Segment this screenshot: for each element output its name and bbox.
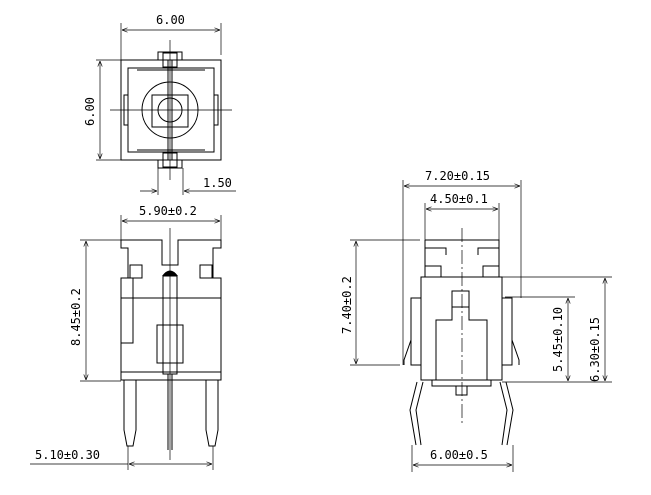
total-height-label: 7.40±0.2: [340, 276, 354, 334]
front-view: 5.90±0.2 8.45±0.2 5.10±0.30: [30, 204, 222, 470]
front-pitch-label: 5.10±0.30: [35, 448, 100, 462]
outer-width-label: 7.20±0.15: [425, 169, 490, 183]
top-height-label: 6.00: [83, 97, 97, 126]
front-height-label: 8.45±0.2: [69, 288, 83, 346]
top-view: 6.00 6.00 1.50: [83, 13, 236, 195]
body-height-label: 5.45±0.10: [551, 307, 565, 372]
cap-width-label: 4.50±0.1: [430, 192, 488, 206]
pin-width-label: 1.50: [203, 176, 232, 190]
side-pitch-label: 6.00±0.5: [430, 448, 488, 462]
side-view: 7.20±0.15 4.50±0.1 7.40±0.2 5.45±0.10 6.…: [340, 169, 612, 472]
top-width-label: 6.00: [156, 13, 185, 27]
housing-height-label: 6.30±0.15: [588, 317, 602, 382]
front-width-label: 5.90±0.2: [139, 204, 197, 218]
